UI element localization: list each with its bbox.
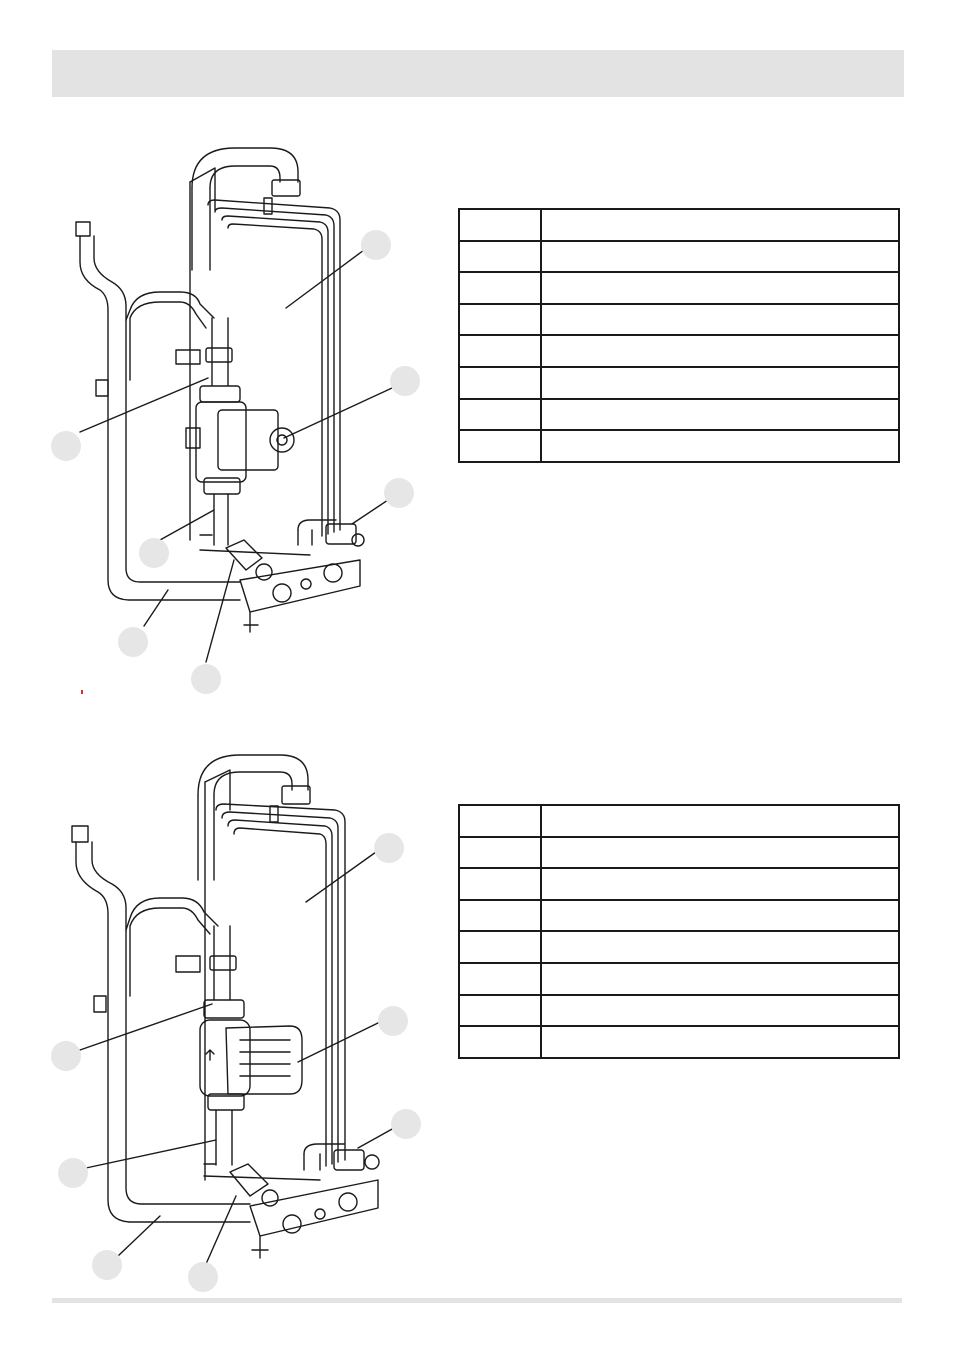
legend-number: [458, 302, 542, 337]
stray-mark: [81, 690, 83, 694]
legend-row: [458, 961, 900, 996]
legend-description: [540, 365, 900, 400]
callout-circle: [92, 1250, 122, 1280]
legend-number: [458, 930, 542, 964]
legend-number: [458, 961, 542, 996]
callout-circle: [384, 478, 414, 508]
legend-row: [458, 429, 900, 463]
legend-row: [458, 835, 900, 870]
header-band: [52, 50, 904, 97]
legend-number: [458, 867, 542, 901]
legend-number: [458, 835, 542, 870]
callout-circle: [191, 664, 221, 694]
legend-description: [540, 835, 900, 870]
callout-circle: [118, 627, 148, 657]
legend-description: [540, 898, 900, 933]
legend-description: [540, 397, 900, 432]
legend-row: [458, 208, 900, 242]
callout-circle: [378, 1006, 408, 1036]
callout-circle: [58, 1158, 88, 1188]
legend-row: [458, 302, 900, 337]
legend-number: [458, 993, 542, 1028]
callout-circle: [374, 833, 404, 863]
legend-number: [458, 429, 542, 463]
callout-circle: [51, 1041, 81, 1071]
legend-row: [458, 397, 900, 432]
legend-description: [540, 930, 900, 964]
legend-description: [540, 993, 900, 1028]
legend-description: [540, 429, 900, 463]
legend-description: [540, 271, 900, 305]
callout-circle: [391, 1109, 421, 1139]
callout-circle: [139, 538, 169, 568]
legend-row: [458, 1025, 900, 1059]
legend-number: [458, 208, 542, 242]
legend-row: [458, 239, 900, 274]
legend-row: [458, 898, 900, 933]
legend-number: [458, 397, 542, 432]
legend-row: [458, 334, 900, 368]
legend-number: [458, 334, 542, 368]
legend-description: [540, 239, 900, 274]
legend-row: [458, 867, 900, 901]
legend-description: [540, 302, 900, 337]
legend-description: [540, 1025, 900, 1059]
footer-rule: [52, 1298, 902, 1303]
legend-number: [458, 365, 542, 400]
legend-description: [540, 804, 900, 838]
legend-description: [540, 961, 900, 996]
legend-table-bottom: [458, 804, 900, 1059]
legend-description: [540, 208, 900, 242]
hydraulic-assembly-diagram-top: [40, 140, 440, 700]
callout-circle: [51, 431, 81, 461]
legend-number: [458, 898, 542, 933]
legend-description: [540, 867, 900, 901]
legend-number: [458, 1025, 542, 1059]
hydraulic-assembly-diagram-bottom: [40, 740, 440, 1300]
legend-number: [458, 239, 542, 274]
legend-row: [458, 271, 900, 305]
legend-row: [458, 365, 900, 400]
legend-description: [540, 334, 900, 368]
legend-number: [458, 271, 542, 305]
callout-circle: [361, 230, 391, 260]
legend-number: [458, 804, 542, 838]
callout-circle: [390, 366, 420, 396]
legend-row: [458, 930, 900, 964]
legend-table-top: [458, 208, 900, 463]
legend-row: [458, 993, 900, 1028]
callout-circle: [188, 1262, 218, 1292]
legend-row: [458, 804, 900, 838]
